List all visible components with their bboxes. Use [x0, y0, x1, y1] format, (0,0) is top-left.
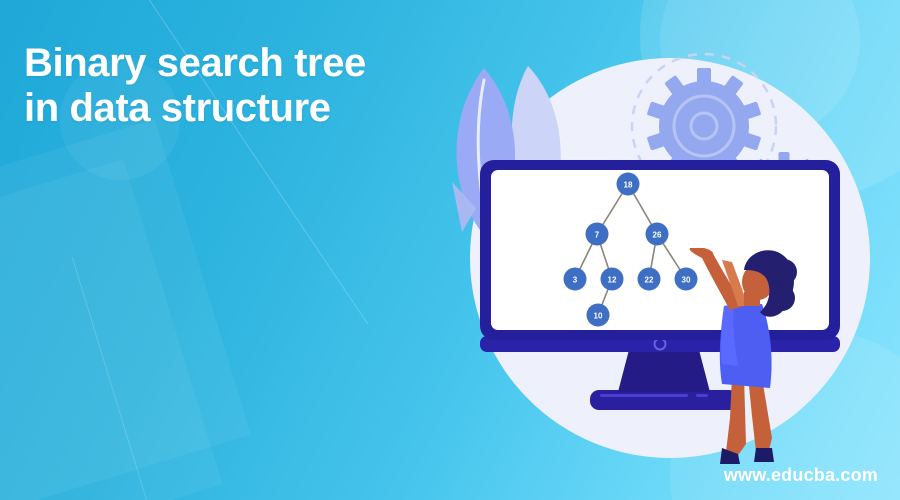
person-pointing-at-screen	[689, 248, 797, 464]
tree-node-12: 12	[600, 267, 624, 291]
tree-node-3: 3	[563, 267, 587, 291]
person-dress-highlight	[721, 304, 738, 366]
person-shoe-back	[720, 448, 740, 464]
person-hair-bun-lower	[769, 285, 795, 311]
tree-node-label: 30	[682, 276, 691, 285]
site-url: www.educba.com	[723, 465, 878, 485]
person-hand	[689, 248, 714, 258]
person-leg-front	[748, 376, 772, 454]
tree-node-30: 30	[674, 267, 698, 291]
leaf-sprout-icon	[452, 182, 476, 232]
tree-node-18: 18	[616, 172, 640, 196]
person-leg-back	[726, 376, 746, 458]
tree-node-label: 18	[624, 181, 633, 190]
person-arm-shadow	[722, 260, 748, 306]
tree-node-label: 3	[573, 276, 578, 285]
person-hair-bun-upper	[771, 259, 797, 285]
page-title: Binary search tree in data structure	[24, 40, 366, 130]
monitor-base-highlight	[600, 394, 688, 397]
tree-edges	[574, 183, 687, 316]
binary-search-tree-diagram: 18 7 26 3 12 22	[563, 172, 698, 327]
tree-node-label: 12	[608, 276, 617, 285]
tree-node-22: 22	[637, 267, 661, 291]
person-arm-raised	[702, 252, 744, 310]
monitor-stand	[618, 346, 710, 392]
decor-circle-left	[60, 60, 180, 180]
tree-node-label: 7	[595, 231, 600, 240]
monitor-base-highlight-2	[696, 394, 708, 397]
gear-orbit-dashed	[630, 52, 778, 200]
tree-node-label: 10	[594, 312, 603, 321]
tree-node-7: 7	[585, 222, 609, 246]
tree-node-10: 10	[586, 303, 610, 327]
tree-node-label: 26	[653, 231, 662, 240]
person-shoe-front	[754, 448, 774, 462]
tree-nodes: 18 7 26 3 12 22	[563, 172, 698, 327]
tree-node-26: 26	[645, 222, 669, 246]
tree-node-label: 22	[645, 276, 654, 285]
